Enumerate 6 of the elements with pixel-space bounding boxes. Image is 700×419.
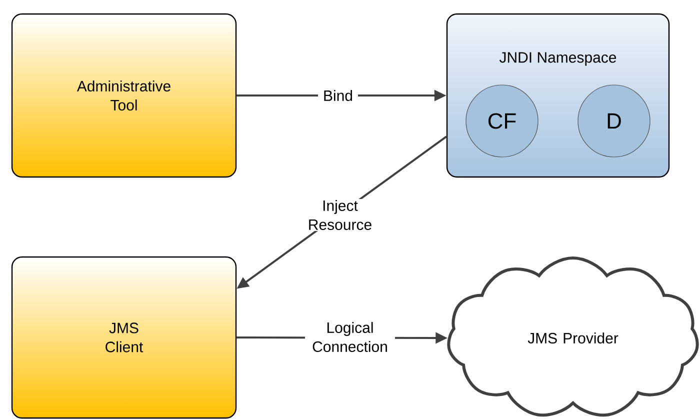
cloud: JMS Provider [447,256,699,417]
edge-label: Inject Resource [303,198,377,231]
process-box: Administrative Tool [11,13,237,178]
process-box: JMS Client [11,256,237,419]
edge-label: Logical Connection [305,320,395,353]
edge-label: Bind [318,88,358,102]
